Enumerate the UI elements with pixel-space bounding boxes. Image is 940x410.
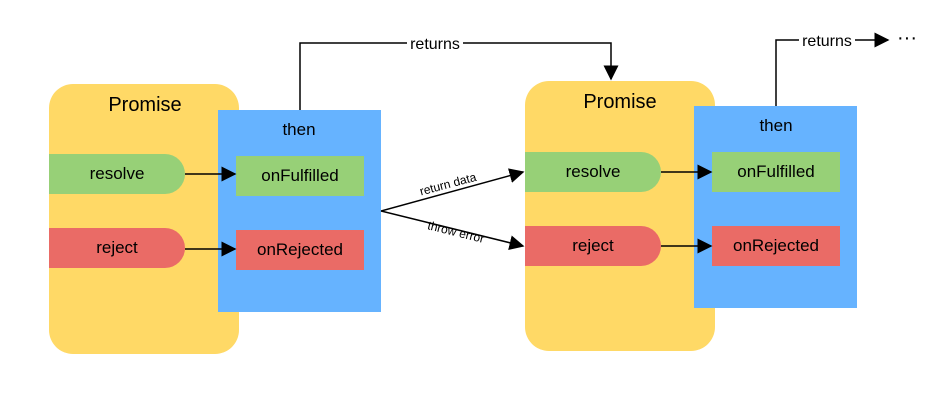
promise-box-1: [49, 84, 239, 354]
returns-label-2: returns: [802, 33, 852, 50]
return-data-arrow: [380, 168, 525, 212]
return-data-label: return data: [418, 170, 478, 199]
on-fulfilled-label-1: onFulfilled: [261, 166, 339, 185]
resolve-label-1: resolve: [90, 164, 145, 183]
ellipsis-label: ···: [897, 27, 917, 49]
returns-label-bg-1: [407, 33, 463, 51]
reject-shape-1: [49, 228, 185, 268]
on-fulfilled-label-2: onFulfilled: [737, 162, 815, 181]
promise-title-1: Promise: [108, 94, 181, 116]
promise-title-2: Promise: [583, 91, 656, 113]
reject-label-2: reject: [572, 236, 614, 255]
promise-box-2: [525, 81, 715, 351]
then-title-2: then: [759, 116, 792, 135]
on-rejected-label-1: onRejected: [257, 240, 343, 259]
returns-label-bg-2: [799, 30, 855, 48]
then-group-1: then onFulfilled onRejected: [218, 110, 381, 312]
promise-group-2: Promise resolve reject: [525, 81, 715, 351]
then-group-2: then onFulfilled onRejected: [694, 106, 857, 308]
on-rejected-box-1: [236, 230, 364, 270]
throw-error-arrow: [380, 210, 525, 251]
on-rejected-label-2: onRejected: [733, 236, 819, 255]
reject-shape-2: [525, 226, 661, 266]
resolve-shape-1: [49, 154, 185, 194]
promise-group-1: Promise resolve reject: [49, 84, 239, 354]
throw-error-label: throw error: [426, 218, 486, 246]
on-fulfilled-box-1: [236, 156, 364, 196]
then-box-2: [694, 106, 857, 308]
reject-label-1: reject: [96, 238, 138, 257]
returns-label-1: returns: [410, 36, 460, 53]
then-box-1: [218, 110, 381, 312]
on-fulfilled-box-2: [712, 152, 840, 192]
resolve-label-2: resolve: [566, 162, 621, 181]
then-title-1: then: [282, 120, 315, 139]
on-rejected-box-2: [712, 226, 840, 266]
resolve-shape-2: [525, 152, 661, 192]
